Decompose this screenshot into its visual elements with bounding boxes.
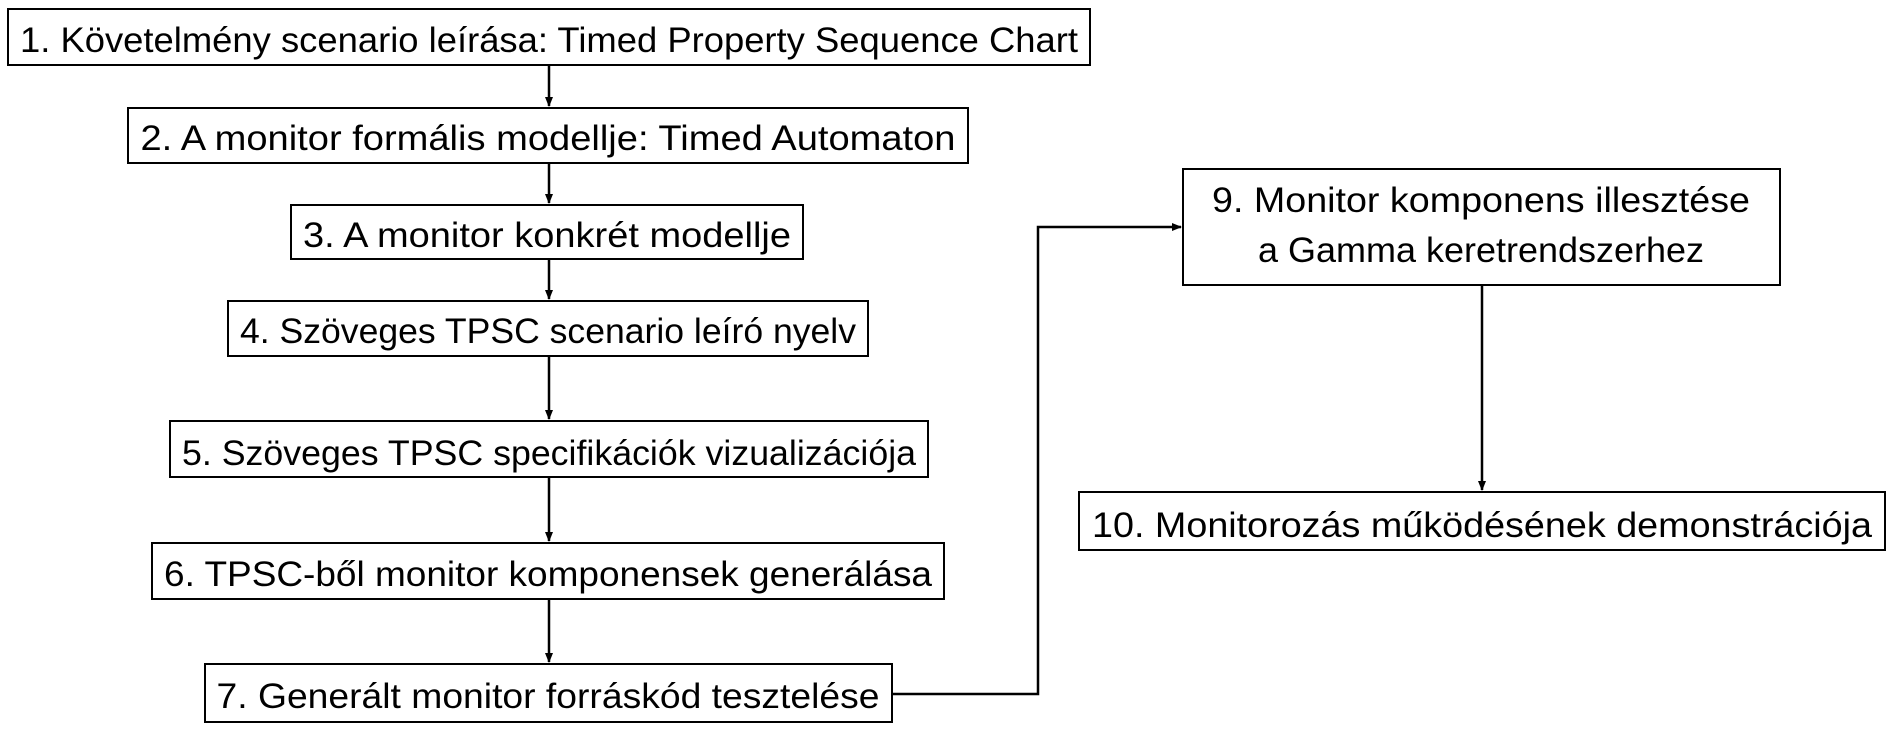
step-1-box: 1. Követelmény scenario leírása: Timed P…	[7, 8, 1091, 66]
step-9-label-line-2: a Gamma keretrendszerhez	[1258, 231, 1704, 270]
step-7-label: 7. Generált monitor forráskód tesztelése	[217, 677, 880, 716]
edges	[545, 66, 1486, 696]
step-9-label-line-1: 9. Monitor komponens illesztése	[1212, 181, 1750, 220]
step-3-label: 3. A monitor konkrét modellje	[303, 216, 791, 255]
step-7-box: 7. Generált monitor forráskód tesztelése	[204, 663, 893, 723]
step-4-box: 4. Szöveges TPSC scenario leíró nyelv	[227, 300, 869, 357]
step-4-label: 4. Szöveges TPSC scenario leíró nyelv	[240, 312, 856, 351]
edge-7-9	[893, 223, 1182, 696]
step-1-label: 1. Követelmény scenario leírása: Timed P…	[20, 21, 1078, 60]
step-5-box: 5. Szöveges TPSC specifikációk vizualizá…	[169, 420, 929, 478]
step-3-box: 3. A monitor konkrét modellje	[290, 204, 804, 260]
step-9-box: 9. Monitor komponens illesztése a Gamma …	[1182, 168, 1781, 286]
step-5-label: 5. Szöveges TPSC specifikációk vizualizá…	[182, 434, 917, 473]
step-6-label: 6. TPSC-ből monitor komponensek generálá…	[164, 555, 933, 594]
step-2-box: 2. A monitor formális modellje: Timed Au…	[127, 107, 969, 164]
step-10-box: 10. Monitorozás működésének demonstráció…	[1078, 491, 1886, 551]
step-10-label: 10. Monitorozás működésének demonstráció…	[1092, 506, 1873, 545]
step-6-box: 6. TPSC-ből monitor komponensek generálá…	[151, 542, 945, 600]
step-2-label: 2. A monitor formális modellje: Timed Au…	[141, 119, 956, 158]
